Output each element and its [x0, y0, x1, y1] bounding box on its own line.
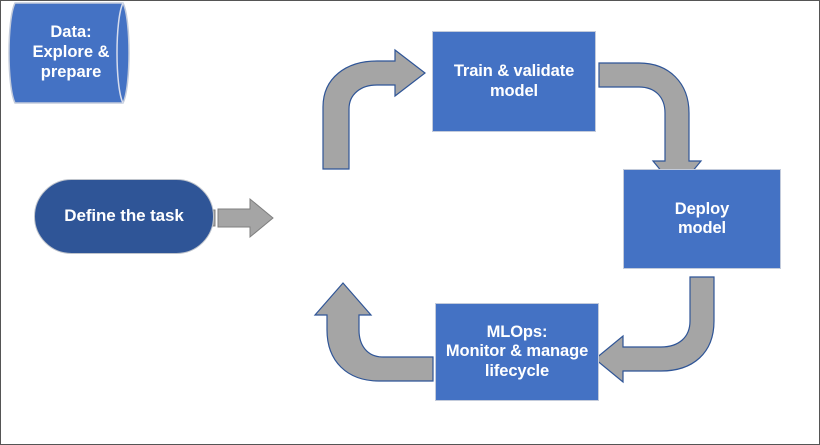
node-deploy-label-line2: model: [677, 219, 727, 237]
node-mlops-label-line3: lifecycle: [484, 361, 550, 380]
arrow-train-to-deploy: [598, 62, 703, 191]
node-mlops-label-line2: Monitor & manage: [445, 342, 589, 361]
node-data-label-line1: Data:: [50, 23, 92, 42]
node-train-validate-model[interactable]: Train & validate model: [432, 31, 596, 132]
node-mlops-label: MLOps: Monitor & manage lifecycle: [446, 323, 588, 381]
node-deploy-label: Deploy model: [674, 199, 730, 239]
node-train-label: Train & validate model: [454, 62, 574, 101]
cylinder-shape: [8, 2, 130, 104]
node-mlops-label-line1: MLOps:: [486, 322, 548, 341]
node-data-label: Data: Explore & prepare: [9, 1, 133, 105]
node-deploy-model[interactable]: Deploy model: [623, 169, 781, 269]
node-deploy-label-line1: Deploy: [674, 199, 730, 218]
node-data-explore-prepare[interactable]: Data: Explore & prepare: [1, 1, 147, 105]
node-train-label-line2: model: [489, 81, 539, 100]
node-define-label: Define the task: [64, 206, 184, 226]
arrow-mlops-to-data: [313, 282, 434, 382]
node-train-label-line1: Train & validate: [453, 62, 575, 81]
arrow-deploy-to-mlops: [594, 276, 715, 384]
node-data-label-line2: Explore &: [32, 43, 110, 62]
node-define-the-task[interactable]: Define the task: [34, 179, 214, 254]
node-data-label-line3: prepare: [40, 62, 102, 81]
arrow-define-to-data: [206, 197, 274, 239]
node-mlops-monitor-manage-lifecycle[interactable]: MLOps: Monitor & manage lifecycle: [435, 303, 599, 401]
arrow-data-to-train: [322, 48, 426, 170]
